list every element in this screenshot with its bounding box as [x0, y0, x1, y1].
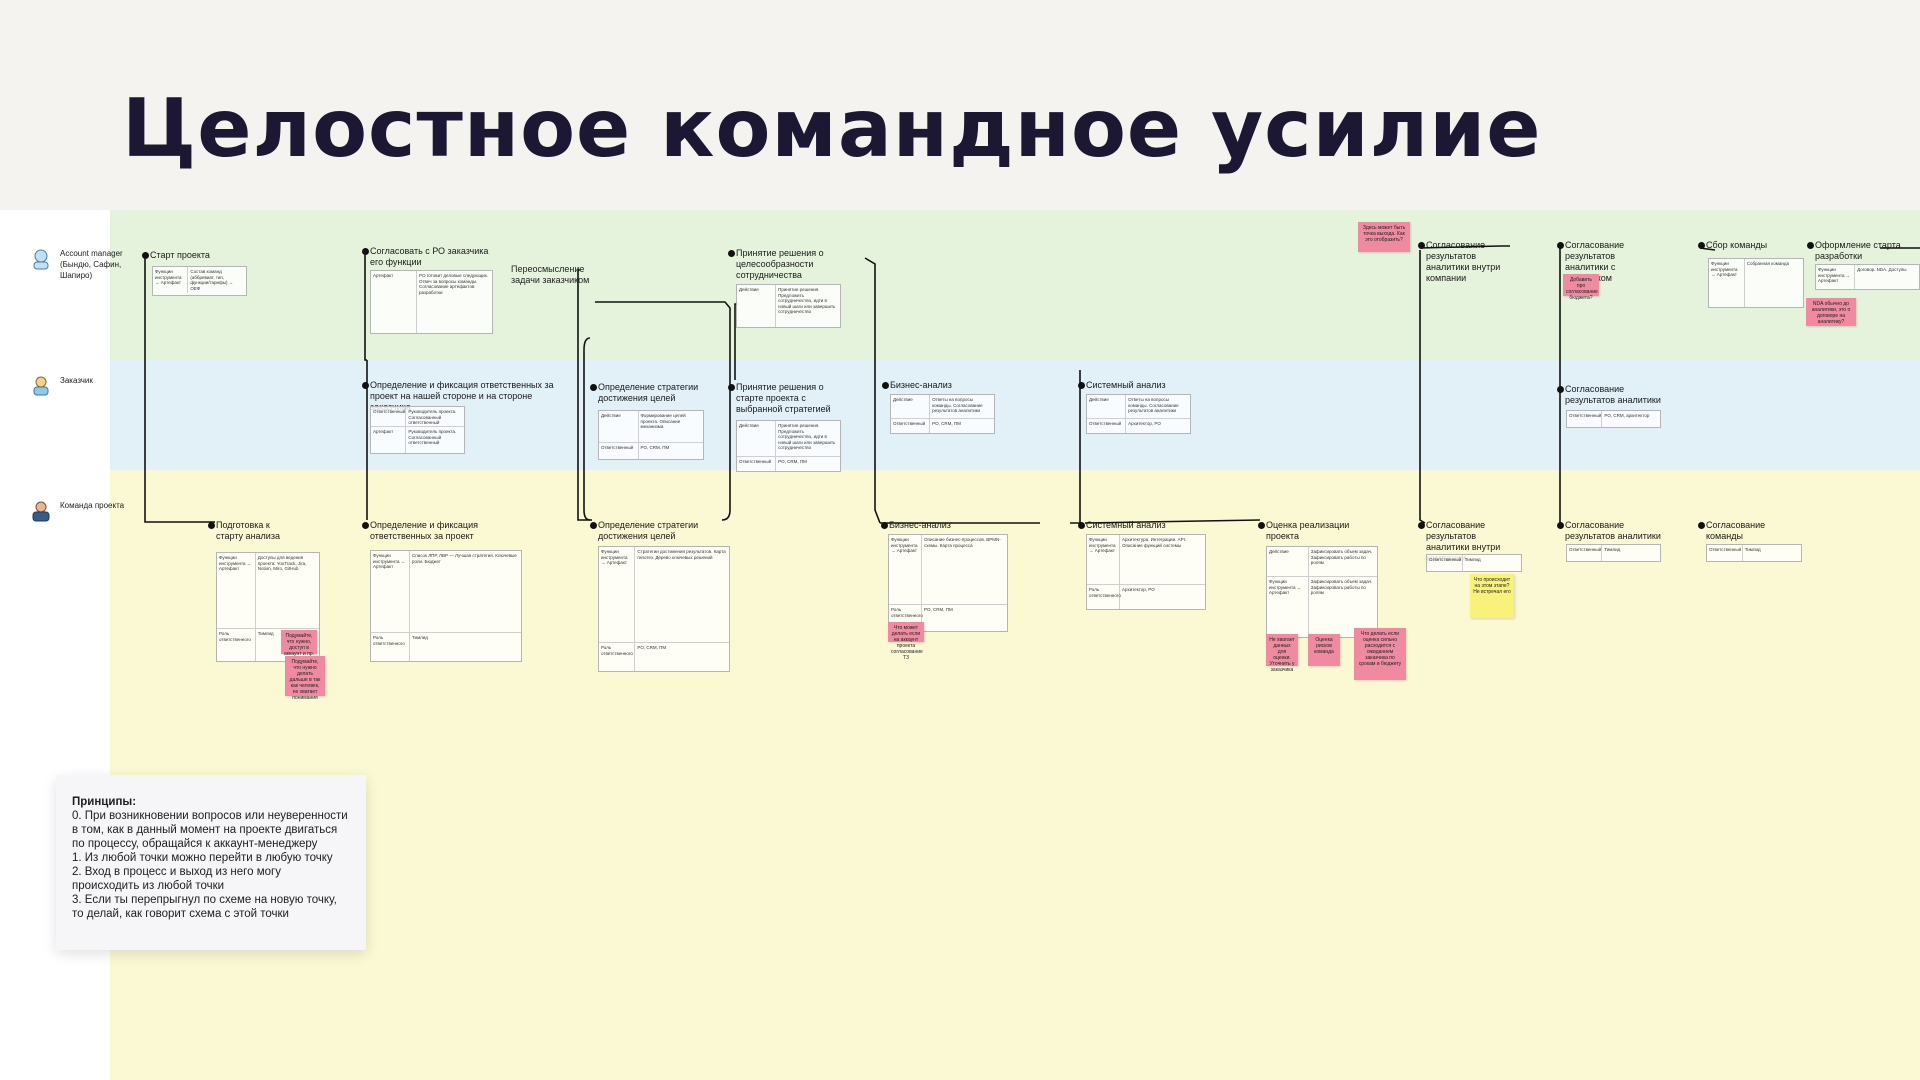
node-agree-po: Согласовать с РО заказчика его функции: [362, 246, 502, 268]
sticky-estimate-note-2: Оценка рисков команда: [1308, 634, 1340, 666]
sticky-estimate-note: Не хватает данных для оценки. Уточнить у…: [1266, 634, 1298, 673]
node-agree-client-analytics: Согласование результатов аналитики: [1557, 384, 1662, 406]
sticky-what-happens: Что происходит на этом этапе? Не встреча…: [1470, 574, 1514, 618]
node-define-resp-team: Определение и фиксация ответственных за …: [362, 520, 482, 542]
node-decision-purpose: Принятие решения о целесообразности сотр…: [728, 248, 838, 281]
node-sa-client: Системный анализ: [1078, 380, 1168, 391]
sticky-estimate-note-3: Что делать если оценка сильно расходится…: [1354, 628, 1406, 680]
node-agree-analytics-team: Согласование результатов аналитики: [1557, 520, 1667, 542]
sticky-ba-note: Что может делать если на аккаунт проекта…: [888, 622, 924, 661]
sticky-where-exit: Здесь может быть точка выхода. Как это о…: [1358, 222, 1410, 252]
team-icon: [32, 501, 50, 522]
sticky-add-po: Добавить про согласование бюджета?: [1563, 274, 1599, 301]
node-strategy-client: Определение стратегии достижения целей: [590, 382, 700, 404]
node-agree-team: Согласование команды: [1698, 520, 1798, 542]
node-decision-start: Принятие решения о старте проекта с выбр…: [728, 382, 838, 415]
sticky-nda: NDA обычно до аналитики, это о договоре …: [1806, 298, 1856, 326]
node-start-dev: Оформление старта разработки: [1807, 240, 1907, 262]
node-agree-internal-am: Согласование результатов аналитики внутр…: [1418, 240, 1518, 284]
person-icon: [33, 249, 49, 270]
process-board: Account manager (Бындю, Сафин, Шапиро) З…: [0, 210, 1920, 1080]
node-strategy-team: Определение стратегии достижения целей: [590, 520, 700, 542]
sticky-prep-note: Подумайте, что нужно, доступ в аккаунт и…: [281, 630, 317, 657]
page-title: Целостное командное усилие: [122, 82, 1542, 175]
customer-icon: [33, 376, 49, 396]
node-team-gather: Сбор команды: [1698, 240, 1788, 251]
sticky-prep-note-2: Подумайте, что нужно делать дальше в так…: [285, 656, 325, 701]
principles-note: Принципы: 0. При возникновении вопросов …: [56, 775, 366, 950]
node-prep: Подготовка к старту анализа: [208, 520, 298, 542]
node-start: Старт проекта: [142, 250, 252, 261]
node-ba-client: Бизнес-анализ: [882, 380, 972, 391]
label-rethink: Переосмысление задачи заказчиком: [511, 264, 590, 285]
node-ba-team: Бизнес-анализ: [881, 520, 971, 531]
node-sa-team: Системный анализ: [1078, 520, 1168, 531]
node-estimate: Оценка реализации проекта: [1258, 520, 1358, 542]
